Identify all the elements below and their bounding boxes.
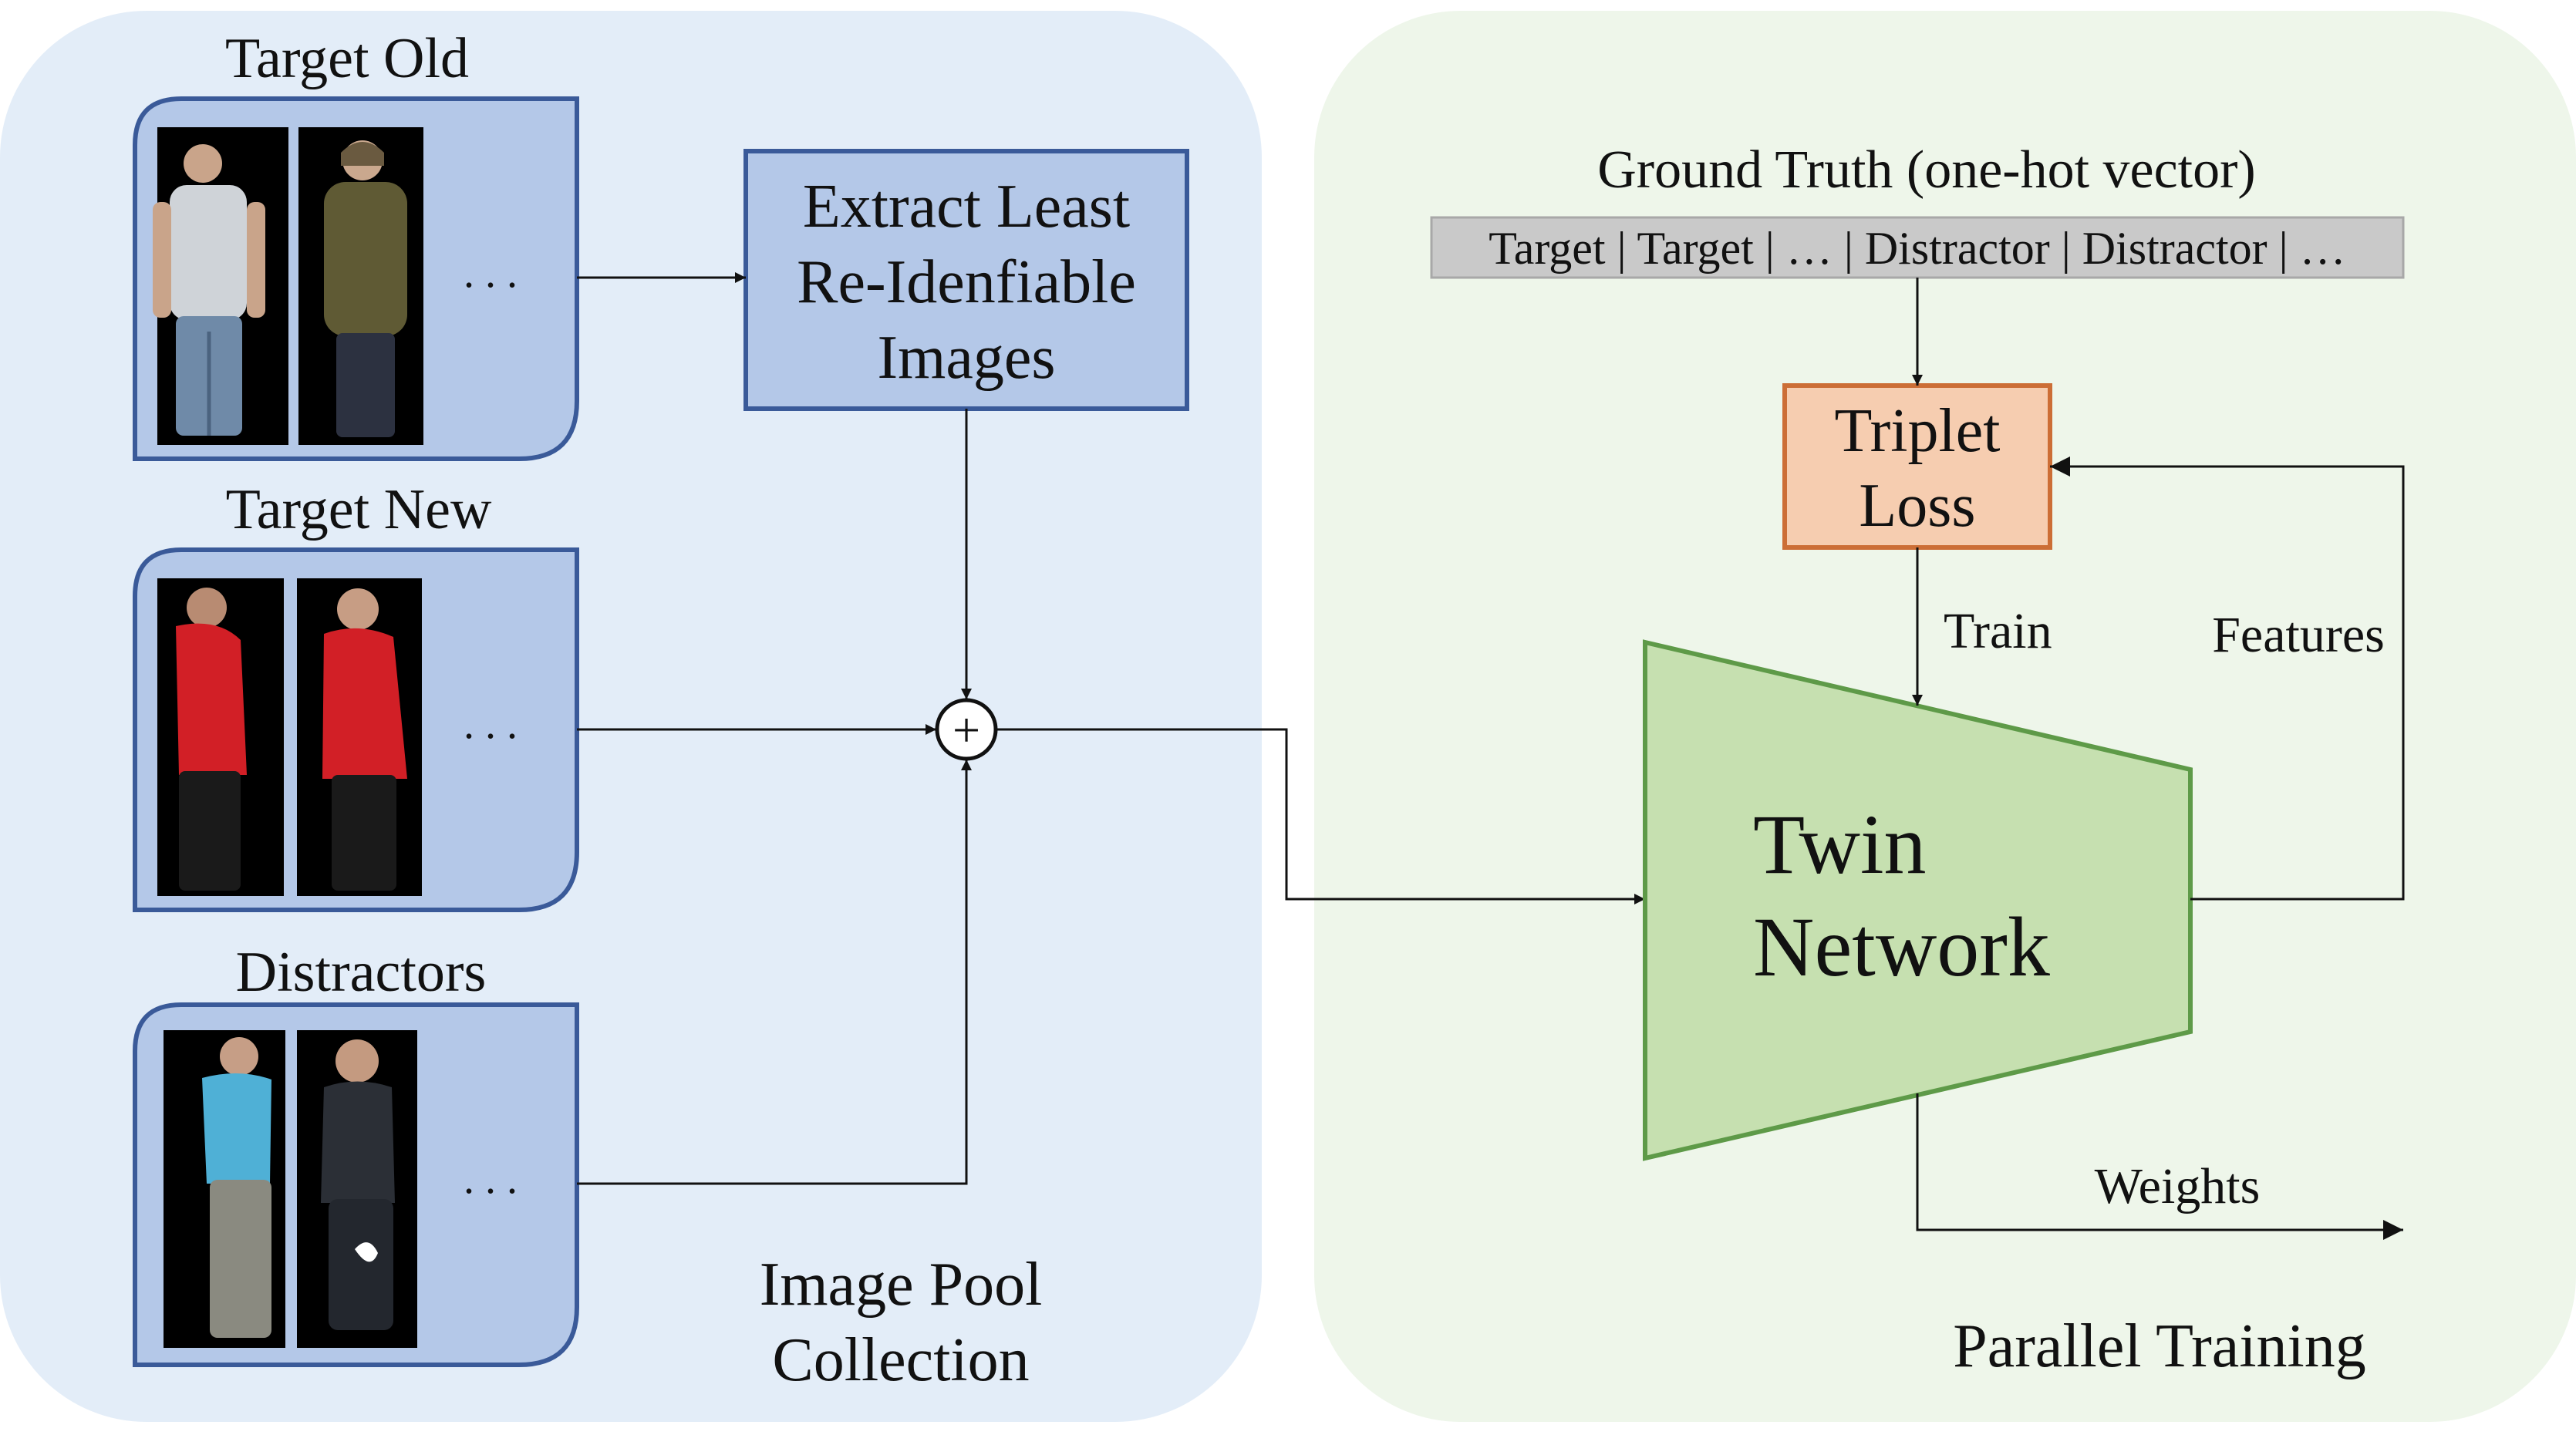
ground-truth-title: Ground Truth (one-hot vector) [1597,140,2256,200]
ground-truth-bar-text: Target | Target | … | Distractor | Distr… [1489,223,2345,274]
group-title-target-old: Target Old [225,27,469,90]
triplet-loss-line2: Loss [1859,472,1975,540]
ground-truth-bar [1430,216,2405,279]
connector-lines [577,272,1645,1185]
extract-box [743,149,1189,411]
training-connectors [1912,278,2405,1240]
person-photo [298,127,423,445]
twin-network-line2: Network [1753,900,2050,994]
extract-box-line3: Images [877,324,1055,392]
ellipsis-distractors: . . . [464,1155,518,1203]
person-photo [153,127,288,445]
person-photo [157,578,284,896]
extract-box-line1: Extract Least [803,173,1130,241]
group-title-distractors: Distractors [236,941,487,1004]
twin-network-shape [1643,639,2193,1161]
parallel-training-label: Parallel Training [1953,1312,2366,1380]
combiner-symbol: + [953,702,980,757]
group-distractors: Distractors . . . [133,941,579,1367]
ellipsis-target-new: . . . [464,700,518,748]
person-photo [297,1030,417,1348]
person-photo [164,1030,285,1348]
image-pool-label-line2: Collection [772,1326,1029,1394]
group-title-target-new: Target New [226,478,492,541]
person-photo [297,578,422,896]
ellipsis-target-old: . . . [464,249,518,297]
triplet-loss-line1: Triplet [1835,397,2001,465]
extract-box-line2: Re-Idenfiable [797,248,1136,316]
edge-label-weights: Weights [2095,1158,2261,1214]
twin-network-line1: Twin [1753,797,1927,891]
edge-label-features: Features [2212,607,2385,663]
image-pool-label-line1: Image Pool [760,1251,1043,1319]
group-target-old: Target Old . . . [133,27,579,461]
group-target-new: Target New . . . [133,478,579,912]
edge-label-train: Train [1944,603,2052,659]
